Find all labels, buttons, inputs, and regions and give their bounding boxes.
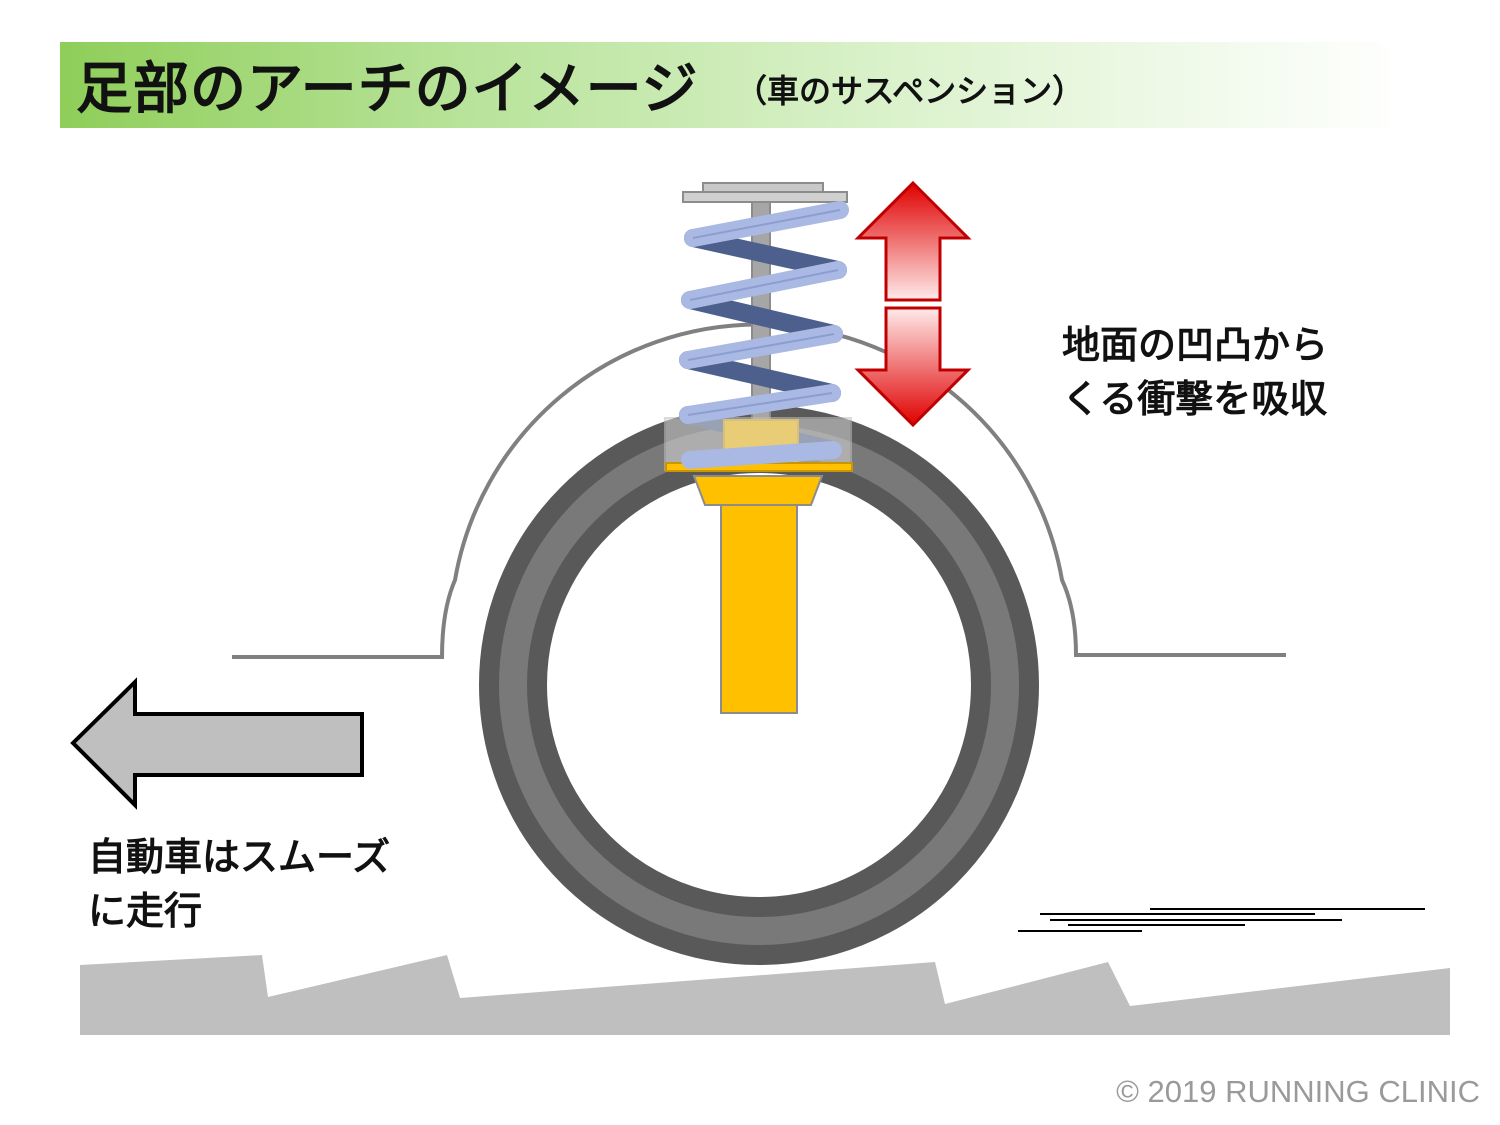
page-title: 足部のアーチのイメージ xyxy=(76,57,699,122)
motion-lines xyxy=(1018,908,1425,932)
shock-absorb-caption: 地面の凹凸から くる衝撃を吸収 xyxy=(1062,318,1362,426)
shock-absorb-caption-line2: くる衝撃を吸収 xyxy=(1062,377,1328,421)
double-headed-vertical-arrow-icon xyxy=(854,180,972,428)
left-arrow-icon xyxy=(70,677,364,810)
smooth-drive-caption-line1: 自動車はスムーズ xyxy=(88,835,391,879)
shock-absorb-caption-line1: 地面の凹凸から xyxy=(1062,323,1329,367)
page-subtitle: （車のサスペンション） xyxy=(735,72,1085,110)
smooth-drive-caption: 自動車はスムーズ に走行 xyxy=(88,830,428,938)
title-banner xyxy=(60,42,1405,128)
top-mount xyxy=(682,182,848,203)
bumpy-ground xyxy=(80,955,1450,1035)
smooth-drive-caption-line2: に走行 xyxy=(88,889,203,933)
copyright-notice: © 2019 RUNNING CLINIC xyxy=(1116,1074,1480,1109)
